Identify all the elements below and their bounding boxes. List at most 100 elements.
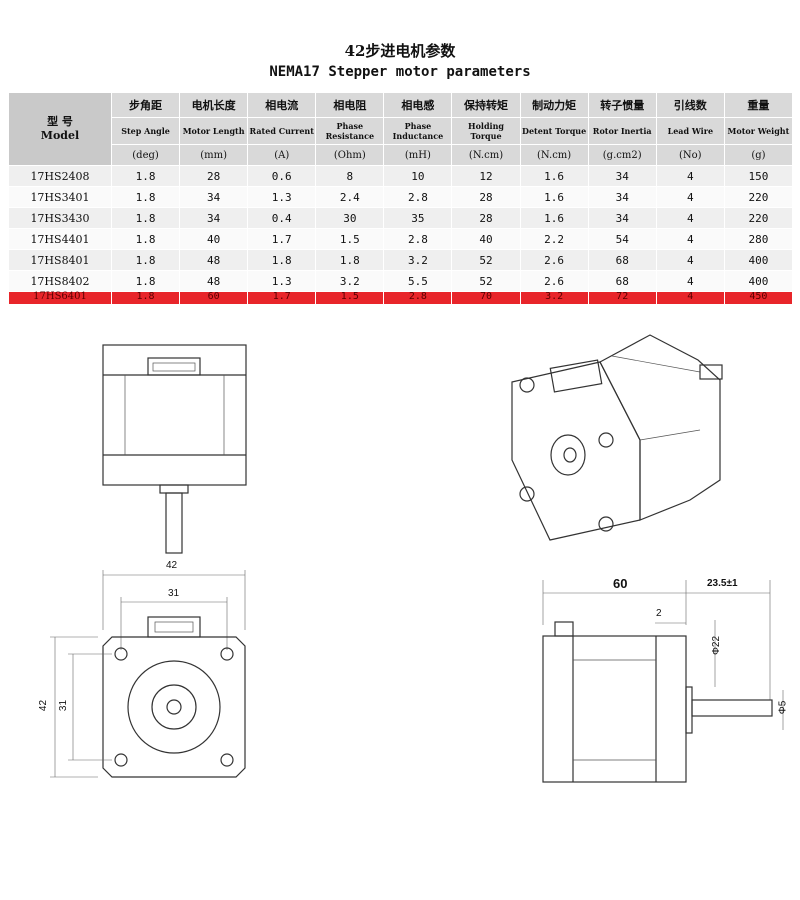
col-header-en: Phase Resistance — [315, 117, 385, 145]
col-header-en: Motor Length — [179, 117, 249, 145]
value-cell: 2.6 — [519, 270, 589, 292]
col-header-cn: 引线数 — [655, 92, 725, 118]
value-cell: 28 — [451, 186, 521, 208]
value-cell: 1.8 — [110, 270, 181, 292]
col-unit: (g.cm2) — [587, 144, 657, 166]
value-cell: 30 — [315, 207, 385, 229]
value-cell: 28 — [451, 207, 521, 229]
value-cell: 3.2 — [519, 291, 589, 305]
col-unit: (No) — [655, 144, 725, 166]
model-header: 型 号 Model — [8, 92, 112, 166]
col-unit: (mm) — [179, 144, 249, 166]
value-cell: 12 — [451, 165, 521, 187]
value-cell: 72 — [587, 291, 657, 305]
col-unit: (mH) — [383, 144, 453, 166]
value-cell: 400 — [723, 270, 794, 292]
value-cell: 1.7 — [247, 291, 317, 305]
col-unit: (g) — [723, 144, 794, 166]
dim-label-front-height: 42 — [38, 699, 50, 712]
value-cell: 4 — [655, 186, 725, 208]
value-cell: 48 — [179, 270, 249, 292]
dim-label-hole-spacing-h: 31 — [168, 588, 180, 599]
value-cell: 1.8 — [247, 249, 317, 271]
value-cell: 4 — [655, 291, 725, 305]
front-view-drawing — [50, 570, 246, 778]
value-cell: 450 — [723, 291, 794, 305]
value-cell: 2.8 — [383, 186, 453, 208]
value-cell: 4 — [655, 270, 725, 292]
col-header-cn: 重量 — [723, 92, 794, 118]
model-cell: 17HS8402 — [8, 270, 112, 292]
value-cell: 3.2 — [315, 270, 385, 292]
value-cell: 150 — [723, 165, 794, 187]
col-header-en: Holding Torque — [451, 117, 521, 145]
value-cell: 1.8 — [315, 249, 385, 271]
col-header-cn: 制动力矩 — [519, 92, 589, 118]
col-header-en: Step Angle — [110, 117, 181, 145]
isometric-view-drawing — [511, 334, 723, 541]
col-header-cn: 电机长度 — [179, 92, 249, 118]
col-header-cn: 相电感 — [383, 92, 453, 118]
col-unit: (A) — [247, 144, 317, 166]
dim-label-body-length: 60 — [613, 576, 628, 591]
value-cell: 1.7 — [247, 228, 317, 250]
value-cell: 40 — [451, 228, 521, 250]
dim-label-boss-offset: 2 — [656, 608, 662, 619]
value-cell: 54 — [587, 228, 657, 250]
value-cell: 1.6 — [519, 165, 589, 187]
value-cell: 52 — [451, 270, 521, 292]
dim-label-shaft-diameter: Φ5 — [777, 700, 789, 715]
value-cell: 1.5 — [315, 228, 385, 250]
value-cell: 220 — [723, 186, 794, 208]
parameter-table: 型 号 Model 步角距 电机长度 相电流 相电阻 相电感 保持转矩 制动力矩… — [8, 92, 794, 305]
col-header-cn: 相电流 — [247, 92, 317, 118]
value-cell: 1.6 — [519, 186, 589, 208]
col-header-cn: 转子惯量 — [587, 92, 657, 118]
dim-label-shaft-length: 23.5±1 — [707, 578, 738, 589]
header-row-units: (deg) (mm) (A) (Ohm) (mH) (N.cm) (N.cm) … — [9, 144, 794, 166]
value-cell: 2.2 — [519, 228, 589, 250]
dim-label-hole-spacing-v: 31 — [58, 699, 70, 712]
value-cell: 1.5 — [315, 291, 385, 305]
value-cell: 34 — [179, 186, 249, 208]
value-cell: 2.4 — [315, 186, 385, 208]
col-header-en: Detent Torque — [519, 117, 589, 145]
value-cell: 70 — [451, 291, 521, 305]
header-row-chinese: 型 号 Model 步角距 电机长度 相电流 相电阻 相电感 保持转矩 制动力矩… — [8, 92, 794, 166]
value-cell: 48 — [179, 249, 249, 271]
model-cell: 17HS6401 — [8, 291, 112, 305]
model-cell: 17HS3401 — [8, 186, 112, 208]
value-cell: 1.8 — [110, 249, 181, 271]
side-view-drawing — [102, 344, 247, 554]
value-cell: 4 — [655, 207, 725, 229]
value-cell: 40 — [179, 228, 249, 250]
value-cell: 1.8 — [110, 291, 181, 305]
value-cell: 0.4 — [247, 207, 317, 229]
value-cell: 1.3 — [247, 186, 317, 208]
col-header-en: Lead Wire — [655, 117, 725, 145]
value-cell: 34 — [587, 186, 657, 208]
value-cell: 60 — [179, 291, 249, 305]
col-unit: (Ohm) — [315, 144, 385, 166]
model-cell: 17HS4401 — [8, 228, 112, 250]
dim-label-front-width: 42 — [166, 560, 178, 571]
col-header-cn: 保持转矩 — [451, 92, 521, 118]
dim-label-boss-diameter: Φ22 — [711, 635, 723, 656]
title-english: NEMA17 Stepper motor parameters — [269, 64, 531, 80]
value-cell: 34 — [587, 207, 657, 229]
value-cell: 68 — [587, 249, 657, 271]
value-cell: 2.8 — [383, 228, 453, 250]
model-header-cn: 型 号 — [47, 115, 73, 128]
value-cell: 68 — [587, 270, 657, 292]
value-cell: 8 — [315, 165, 385, 187]
dimension-side-view-drawing — [542, 580, 784, 783]
model-header-en: Model — [40, 129, 80, 142]
value-cell: 2.8 — [383, 291, 453, 305]
title-chinese: 42步进电机参数 — [344, 42, 456, 60]
col-header-en: Rotor Inertia — [587, 117, 657, 145]
